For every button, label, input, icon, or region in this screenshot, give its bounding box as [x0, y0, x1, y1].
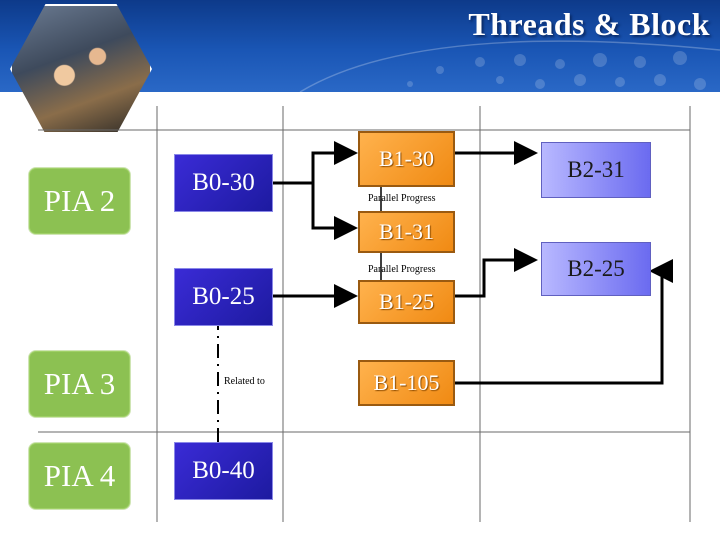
b1-105-label: B1-105 [373, 370, 440, 395]
pia-2-label: PIA 2 [43, 183, 116, 218]
b1-31-label: B1-31 [379, 219, 434, 244]
b0-25-label: B0-25 [192, 283, 255, 310]
pia-3-label: PIA 3 [43, 366, 116, 401]
b1-25-label: B1-25 [379, 289, 434, 314]
b1-25-box[interactable]: B1-25 [358, 280, 455, 324]
arrow-b030-b130 [273, 141, 358, 185]
b1-105-box[interactable]: B1-105 [358, 360, 455, 406]
related-to-label: Related to [224, 376, 265, 387]
parallel-progress-label-2: Parallel Progress [368, 264, 436, 275]
parallel-progress-label-1: Parallel Progress [368, 193, 436, 204]
b0-40-label: B0-40 [192, 457, 255, 484]
arrow-b030-b131 [311, 183, 358, 240]
pia-4-box[interactable]: PIA 4 [28, 442, 131, 510]
b1-30-label: B1-30 [379, 146, 434, 171]
b0-30-label: B0-30 [192, 169, 255, 196]
arrow-b125-b225 [455, 248, 538, 298]
b0-30-box[interactable]: B0-30 [174, 154, 273, 212]
arrow-b1105-b225 [455, 259, 673, 385]
b2-25-box[interactable]: B2-25 [541, 242, 651, 296]
b1-31-box[interactable]: B1-31 [358, 211, 455, 253]
pia-2-box[interactable]: PIA 2 [28, 167, 131, 235]
control-room-photo [10, 4, 152, 134]
b0-40-box[interactable]: B0-40 [174, 442, 273, 500]
b2-31-label: B2-31 [567, 157, 625, 182]
header-dot-pattern [299, 40, 720, 92]
pia-4-label: PIA 4 [43, 458, 116, 493]
b1-30-box[interactable]: B1-30 [358, 131, 455, 187]
slide-title: Threads & Block [468, 6, 710, 42]
pia-3-box[interactable]: PIA 3 [28, 350, 131, 418]
b2-25-label: B2-25 [567, 256, 625, 281]
b0-25-box[interactable]: B0-25 [174, 268, 273, 326]
b2-31-box[interactable]: B2-31 [541, 142, 651, 198]
